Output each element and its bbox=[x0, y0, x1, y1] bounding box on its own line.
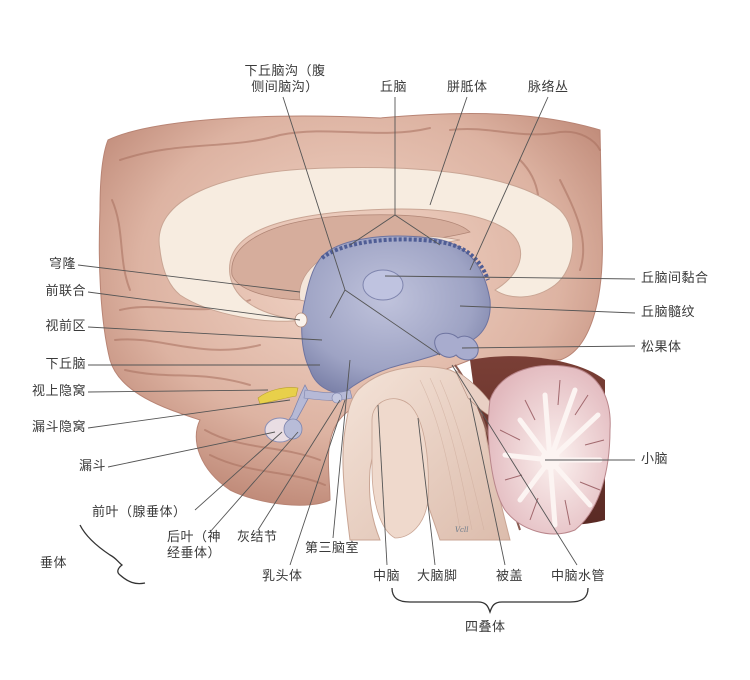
pons-shape bbox=[371, 398, 429, 539]
artist-signature: Vcll bbox=[455, 526, 469, 534]
label-infundibular-recess: 漏斗隐窝 bbox=[31, 420, 86, 435]
label-anterior-lobe: 前叶（腺垂体） bbox=[92, 505, 187, 520]
corpora-quadrigemina-brace bbox=[391, 587, 589, 615]
label-posterior-lobe: 后叶（神 经垂体） bbox=[155, 530, 233, 562]
cerebellum-shape bbox=[487, 364, 611, 535]
label-tuber-cinereum: 灰结节 bbox=[237, 530, 278, 545]
label-anterior-commissure: 前联合 bbox=[45, 284, 86, 299]
label-pineal-body: 松果体 bbox=[641, 340, 682, 355]
label-corpus-callosum: 胼胝体 bbox=[447, 80, 488, 95]
hypophysis-brace bbox=[79, 524, 146, 585]
label-posterior-lobe-line2: 经垂体） bbox=[166, 546, 221, 561]
label-thalamus: 丘脑 bbox=[380, 80, 408, 95]
label-preoptic-area: 视前区 bbox=[45, 319, 86, 334]
label-hypophysis-group: 垂体 bbox=[40, 556, 68, 571]
pineal-body-shape bbox=[434, 332, 479, 361]
leader-lines bbox=[77, 96, 636, 566]
label-fornix: 穹隆 bbox=[48, 257, 76, 272]
label-choroid-plexus: 脉络丛 bbox=[528, 80, 569, 95]
label-interthalamic-adhesion: 丘脑间黏合 bbox=[641, 271, 709, 286]
label-supraoptic-recess: 视上隐窝 bbox=[31, 384, 86, 399]
label-mammillary-body: 乳头体 bbox=[262, 569, 303, 584]
label-hypothalamic-sulcus: 下丘脑沟（腹 侧间脑沟） bbox=[230, 64, 340, 96]
label-hypothalamic-sulcus-line1: 下丘脑沟（腹 bbox=[244, 64, 326, 79]
optic-chiasm-shape bbox=[257, 387, 299, 405]
label-cerebral-aqueduct: 中脑水管 bbox=[551, 569, 606, 584]
label-third-ventricle: 第三脑室 bbox=[305, 541, 360, 556]
label-cerebral-peduncle: 大脑脚 bbox=[417, 569, 458, 584]
label-hypothalamus: 下丘脑 bbox=[45, 357, 86, 372]
label-cerebellum: 小脑 bbox=[641, 452, 669, 467]
label-infundibulum: 漏斗 bbox=[78, 459, 106, 474]
label-stria-medullaris: 丘脑髓纹 bbox=[641, 305, 696, 320]
mammillary-body-shape bbox=[331, 392, 343, 404]
label-tegmentum: 被盖 bbox=[496, 569, 524, 584]
anterior-commissure-shape bbox=[294, 312, 308, 328]
label-corpora-quadrigemina-group: 四叠体 bbox=[465, 620, 506, 635]
label-hypothalamic-sulcus-line2: 侧间脑沟） bbox=[251, 80, 319, 95]
hypophysis-shape bbox=[264, 417, 303, 443]
label-midbrain: 中脑 bbox=[373, 569, 401, 584]
interthalamic-adhesion-shape bbox=[362, 269, 404, 301]
label-posterior-lobe-line1: 后叶（神 bbox=[166, 530, 221, 545]
